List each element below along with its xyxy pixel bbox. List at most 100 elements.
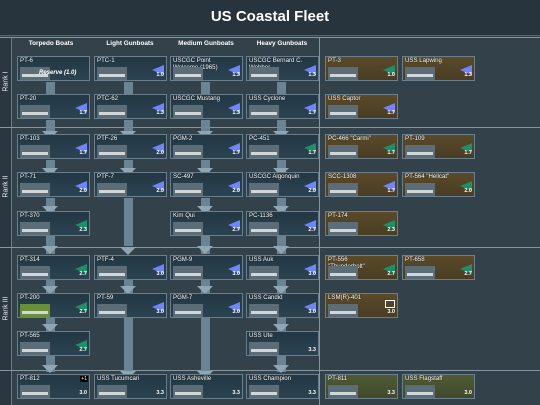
flag-icon bbox=[383, 143, 395, 153]
vehicle-card-ptf-4[interactable]: PTF-4 3.0 bbox=[94, 255, 167, 280]
flag-icon bbox=[152, 103, 164, 113]
ship-image bbox=[328, 145, 358, 158]
battle-rating: 1.3 bbox=[464, 72, 472, 78]
tree-connector bbox=[201, 120, 210, 140]
ship-image bbox=[20, 342, 50, 355]
rank-label-1: Rank I bbox=[2, 71, 10, 92]
vehicle-name: PT-658 bbox=[405, 256, 425, 263]
tree-connector bbox=[124, 276, 133, 294]
flag-icon bbox=[304, 181, 316, 191]
vehicle-name: USS Ute bbox=[249, 332, 273, 339]
vehicle-name: PT-59 bbox=[97, 294, 114, 301]
battle-rating: 3.0 bbox=[156, 271, 164, 277]
ship-image bbox=[20, 67, 50, 80]
battle-rating: 3.0 bbox=[464, 390, 472, 396]
battle-rating: 1.7 bbox=[308, 150, 316, 156]
ship-image bbox=[249, 266, 279, 279]
ship-image bbox=[405, 266, 435, 279]
ship-image bbox=[97, 304, 127, 317]
vehicle-name: PT-564 "Hellcat" bbox=[405, 173, 450, 180]
vehicle-name: PTF-7 bbox=[97, 173, 114, 180]
vehicle-card-pt-564[interactable]: PT-564 "Hellcat"2.0 bbox=[402, 172, 475, 197]
flag-icon bbox=[460, 264, 472, 274]
tree-arrow bbox=[197, 286, 213, 294]
tree-connector bbox=[277, 236, 286, 254]
battle-rating: 1.0 bbox=[387, 72, 395, 78]
vehicle-card-uscgc-point-welcome[interactable]: USCGC Point Welcome (1965)1.3 bbox=[170, 56, 243, 81]
tree-connector bbox=[124, 82, 133, 101]
bonus-badge: +1 bbox=[80, 376, 88, 382]
vehicle-card-uscgc-bernard-c-webber[interactable]: USCGC Bernard C. Webber1.3 bbox=[246, 56, 319, 81]
battle-rating: 1.7 bbox=[387, 110, 395, 116]
vehicle-card-uss-flagstaff[interactable]: USS Flagstaff 3.0 bbox=[402, 374, 475, 399]
ship-image bbox=[97, 266, 127, 279]
battle-rating: 3.0 bbox=[387, 309, 395, 315]
flag-icon bbox=[304, 220, 316, 230]
tree-arrow bbox=[273, 286, 289, 294]
battle-rating: 3.0 bbox=[232, 309, 240, 315]
vehicle-card-ptf-7[interactable]: PTF-7 2.0 bbox=[94, 172, 167, 197]
vehicle-card-pt-103[interactable]: PT-103 1.7 bbox=[17, 134, 90, 159]
flag-icon bbox=[75, 302, 87, 312]
column-header-light-gunboats: Light Gunboats bbox=[106, 40, 154, 47]
vehicle-name: PTF-4 bbox=[97, 256, 114, 263]
battle-rating: 1.7 bbox=[79, 150, 87, 156]
vehicle-name: USS Flagstaff bbox=[405, 375, 443, 382]
vehicle-name: PT-103 bbox=[20, 135, 40, 142]
flag-icon bbox=[383, 103, 395, 113]
flag-icon bbox=[460, 65, 472, 75]
reserve-label: Reserve (1.0) bbox=[39, 70, 77, 76]
vehicle-card-pc-466[interactable]: PC-466 "Carmi"1.7 bbox=[325, 134, 398, 159]
battle-rating: 2.0 bbox=[156, 188, 164, 194]
column-header-torpedo-boats: Torpedo Boats bbox=[28, 40, 74, 47]
vehicle-name: PT-200 bbox=[20, 294, 40, 301]
vehicle-card-pt-556[interactable]: PT-556 "Thunderbolt"2.7 bbox=[325, 255, 398, 280]
battle-rating: 1.7 bbox=[464, 150, 472, 156]
vehicle-name: PT-314 bbox=[20, 256, 40, 263]
vehicle-name: Kim Qui bbox=[173, 212, 195, 219]
divider-line bbox=[0, 127, 540, 128]
ship-image bbox=[173, 266, 203, 279]
divider-line bbox=[0, 37, 540, 38]
tree-connector bbox=[277, 354, 286, 372]
ship-image bbox=[249, 222, 279, 235]
flag-icon bbox=[228, 65, 240, 75]
